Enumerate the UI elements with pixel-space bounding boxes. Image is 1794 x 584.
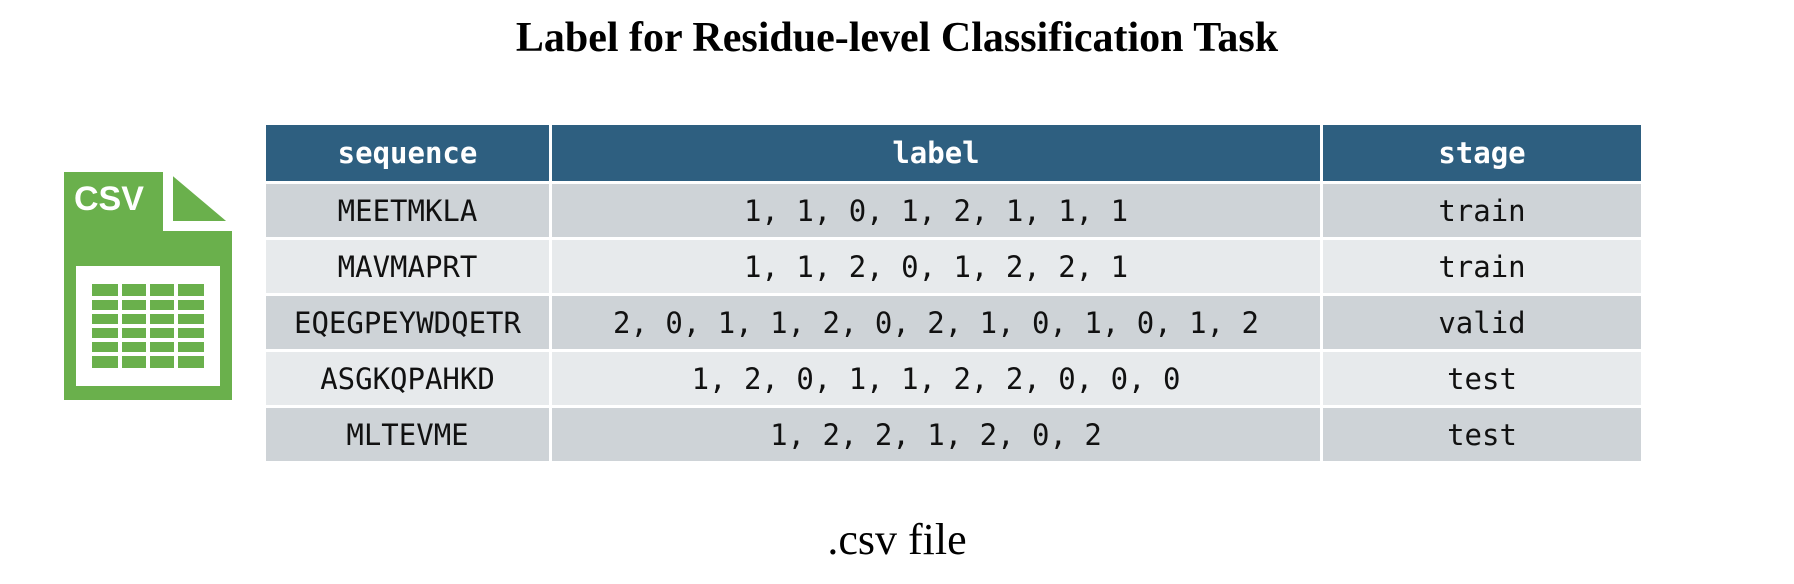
column-header-stage: stage <box>1323 125 1641 181</box>
label-cell: 2, 0, 1, 1, 2, 0, 2, 1, 0, 1, 0, 1, 2 <box>552 296 1320 349</box>
table-row: MEETMKLA 1, 1, 0, 1, 2, 1, 1, 1 train <box>266 184 1641 237</box>
stage-cell: test <box>1323 352 1641 405</box>
stage-cell: test <box>1323 408 1641 461</box>
table-row: ASGKQPAHKD 1, 2, 0, 1, 1, 2, 2, 0, 0, 0 … <box>266 352 1641 405</box>
sequence-cell: MLTEVME <box>266 408 549 461</box>
csv-file-icon: CSV <box>64 172 232 400</box>
sequence-cell: MAVMAPRT <box>266 240 549 293</box>
table-row: MLTEVME 1, 2, 2, 1, 2, 0, 2 test <box>266 408 1641 461</box>
label-cell: 1, 2, 0, 1, 1, 2, 2, 0, 0, 0 <box>552 352 1320 405</box>
table-row: MAVMAPRT 1, 1, 2, 0, 1, 2, 2, 1 train <box>266 240 1641 293</box>
label-cell: 1, 1, 2, 0, 1, 2, 2, 1 <box>552 240 1320 293</box>
stage-cell: train <box>1323 184 1641 237</box>
stage-cell: train <box>1323 240 1641 293</box>
file-type-caption: .csv file <box>827 515 967 564</box>
csv-icon-label: CSV <box>74 180 144 218</box>
sequence-cell: MEETMKLA <box>266 184 549 237</box>
sequence-cell: ASGKQPAHKD <box>266 352 549 405</box>
stage-cell: valid <box>1323 296 1641 349</box>
column-header-sequence: sequence <box>266 125 549 181</box>
sequence-cell: EQEGPEYWDQETR <box>266 296 549 349</box>
label-cell: 1, 1, 0, 1, 2, 1, 1, 1 <box>552 184 1320 237</box>
table-row: EQEGPEYWDQETR 2, 0, 1, 1, 2, 0, 2, 1, 0,… <box>266 296 1641 349</box>
csv-table: sequence label stage MEETMKLA 1, 1, 0, 1… <box>263 122 1644 464</box>
table-header-row: sequence label stage <box>266 125 1641 181</box>
diagram-title: Label for Residue-level Classification T… <box>515 15 1279 61</box>
label-cell: 1, 2, 2, 1, 2, 0, 2 <box>552 408 1320 461</box>
column-header-label: label <box>552 125 1320 181</box>
